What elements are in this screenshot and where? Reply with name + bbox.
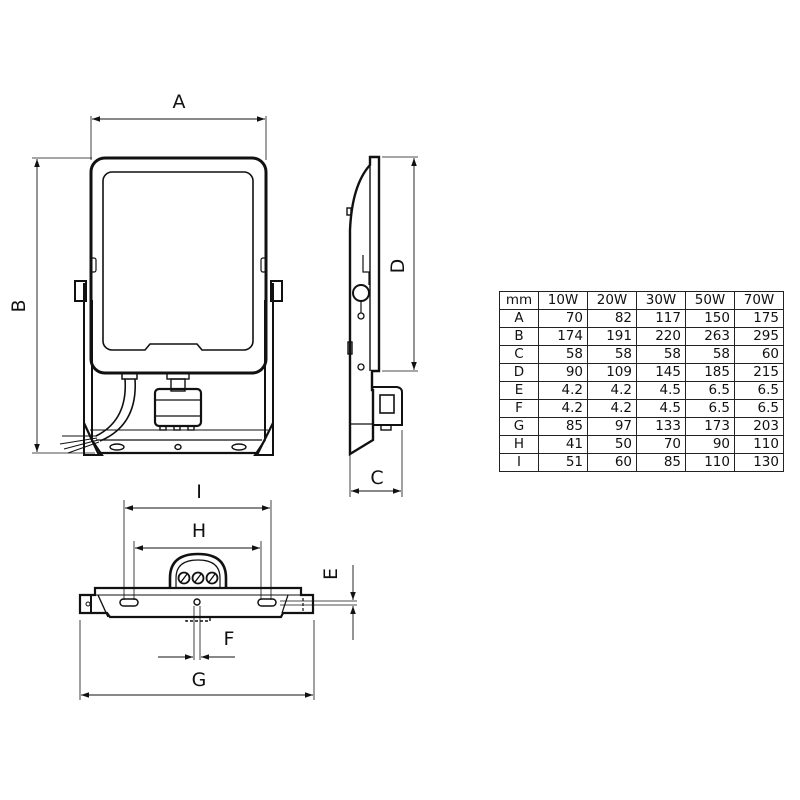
table-header-row: mm 10W 20W 30W 50W 70W [499,291,784,310]
label-F: F [224,628,235,650]
cell: 220 [636,327,686,346]
side-view [346,155,418,497]
cell: 150 [685,309,735,328]
table-row: C 58 58 58 58 60 [499,345,784,364]
table-row: B 174 191 220 263 295 [499,327,784,346]
label-C: C [370,467,383,489]
row-key: C [499,345,539,364]
cell: 85 [636,453,686,472]
cell: 4.2 [587,381,637,400]
cell: 174 [538,327,588,346]
label-E: E [320,568,342,580]
row-key: A [499,309,539,328]
label-H: H [192,520,206,542]
cell: 6.5 [685,399,735,418]
cell: 82 [587,309,637,328]
cell: 4.2 [538,381,588,400]
cell: 215 [734,363,784,382]
cell: 173 [685,417,735,436]
header-cell-10w: 10W [538,291,588,310]
cell: 4.2 [538,399,588,418]
cell: 6.5 [734,381,784,400]
table-row: F 4.2 4.2 4.5 6.5 6.5 [499,399,784,418]
cell: 4.2 [587,399,637,418]
header-cell-50w: 50W [685,291,735,310]
label-A: A [173,91,186,113]
table-row: I 51 60 85 110 130 [499,453,784,472]
cell: 90 [685,435,735,454]
label-B: B [8,299,30,312]
cell: 41 [538,435,588,454]
cell: 109 [587,363,637,382]
cell: 90 [538,363,588,382]
header-cell-20w: 20W [587,291,637,310]
cell: 130 [734,453,784,472]
header-cell-30w: 30W [636,291,686,310]
row-key: I [499,453,539,472]
cell: 185 [685,363,735,382]
row-key: B [499,327,539,346]
dimensions-table: mm 10W 20W 30W 50W 70W A 70 82 117 150 1… [499,291,784,472]
table-row: H 41 50 70 90 110 [499,435,784,454]
cell: 6.5 [734,399,784,418]
cell: 175 [734,309,784,328]
cell: 4.5 [636,399,686,418]
table-row: A 70 82 117 150 175 [499,309,784,328]
cell: 85 [538,417,588,436]
front-view [32,116,283,456]
cell: 70 [636,435,686,454]
label-D: D [387,259,409,274]
cell: 263 [685,327,735,346]
header-cell-unit: mm [499,291,539,310]
cell: 51 [538,453,588,472]
cell: 6.5 [685,381,735,400]
cell: 70 [538,309,588,328]
label-G: G [192,669,207,691]
row-key: F [499,399,539,418]
cell: 58 [685,345,735,364]
table-row: D 90 109 145 185 215 [499,363,784,382]
cell: 295 [734,327,784,346]
cell: 50 [587,435,637,454]
table-row: G 85 97 133 173 203 [499,417,784,436]
cell: 58 [538,345,588,364]
row-key: D [499,363,539,382]
label-I: I [196,481,202,503]
cell: 110 [734,435,784,454]
cell: 60 [734,345,784,364]
row-key: G [499,417,539,436]
cell: 110 [685,453,735,472]
row-key: H [499,435,539,454]
cell: 97 [587,417,637,436]
bottom-view [78,500,357,700]
cell: 60 [587,453,637,472]
cell: 145 [636,363,686,382]
row-key: E [499,381,539,400]
cell: 117 [636,309,686,328]
cell: 133 [636,417,686,436]
cell: 58 [636,345,686,364]
cell: 203 [734,417,784,436]
cell: 191 [587,327,637,346]
table-row: E 4.2 4.2 4.5 6.5 6.5 [499,381,784,400]
cell: 4.5 [636,381,686,400]
cell: 58 [587,345,637,364]
header-cell-70w: 70W [734,291,784,310]
